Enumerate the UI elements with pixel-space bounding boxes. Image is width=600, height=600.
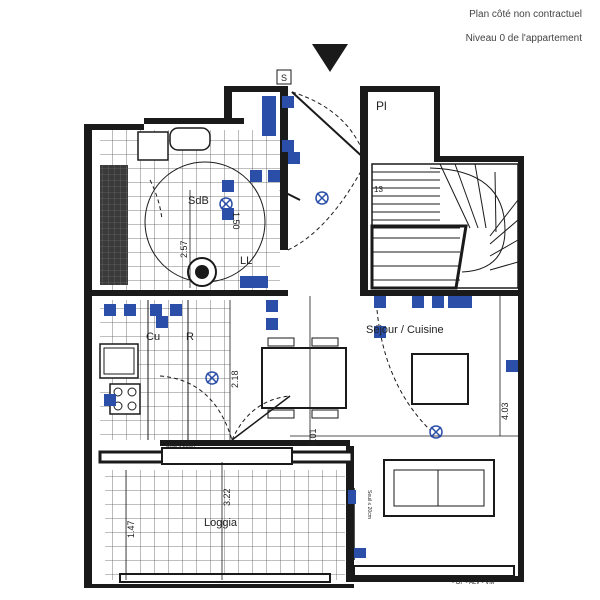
ceiling-light-icons: [205, 191, 443, 439]
footer-code: - OF - ALV - VM: [452, 580, 494, 586]
loggia-edge: [119, 573, 331, 583]
dimension-lines: [125, 190, 518, 580]
door-swings: [149, 91, 431, 441]
room-label-laundry: LL: [240, 255, 252, 267]
coffee-table: [411, 353, 469, 405]
loggia-tiles: [105, 470, 345, 580]
room-label-loggia: Loggia: [204, 517, 238, 529]
shower-tray: [100, 165, 128, 285]
kitchen-door: [231, 395, 291, 441]
bathroom-door: [279, 189, 301, 201]
plan-level: Niveau 0 de l'appartement: [465, 33, 582, 44]
plan-disclaimer: Plan côté non contractuel: [469, 9, 582, 20]
electrical-symbols: [104, 96, 518, 558]
stairs-count: 13: [374, 185, 383, 194]
dim-bath-small: 1.50: [231, 212, 241, 230]
marker-s: S: [281, 73, 287, 83]
outer-walls: [84, 86, 524, 588]
room-label-living: Séjour / Cuisine: [366, 324, 444, 336]
toilet: [169, 127, 211, 151]
dim-bath-width: 2.57: [179, 240, 189, 258]
dim-loggia-depth: 1.47: [126, 520, 136, 538]
dim-living-width: 4.03: [500, 402, 510, 420]
entry-arrow-icon: [312, 44, 348, 72]
loggia-window: [161, 447, 293, 465]
bathroom-sink: [137, 131, 169, 161]
dining-table: [261, 337, 347, 419]
dim-kitchen-depth: 2.18: [230, 370, 240, 388]
dim-loggia-width: 3.22: [222, 488, 232, 506]
dim-living-height: 6.01: [308, 428, 318, 446]
kitchen-sink: [99, 343, 139, 379]
room-label-kitchen-r: R: [186, 331, 194, 343]
marker-s-box: [276, 69, 292, 85]
marker-pl: Pl: [376, 99, 387, 113]
room-label-bathroom: SdB: [188, 195, 209, 207]
room-label-kitchen-cu: Cu: [146, 331, 160, 343]
sofa: [383, 459, 495, 517]
sill-side: Seuil ≤ 20cm: [366, 490, 372, 519]
washing-machine-drum: [195, 265, 209, 279]
entry-door: [291, 91, 367, 161]
living-window: [353, 565, 515, 577]
sill-loggia: Seuil ≤ 20cm: [166, 443, 195, 449]
staircase: [370, 163, 519, 290]
